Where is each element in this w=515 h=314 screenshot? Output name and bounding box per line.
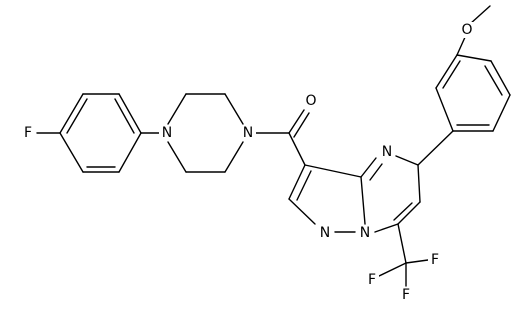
atom-symbol: F — [24, 125, 32, 141]
bond — [360, 176, 366, 225]
piperazine-nitrogen-label: N — [159, 125, 175, 141]
bond — [118, 132, 142, 173]
bond — [374, 223, 399, 233]
trifluoromethyl-fluorine-label: F — [399, 287, 413, 303]
atom-symbol: N — [360, 225, 370, 241]
bond — [435, 54, 458, 89]
pyrazole-nitrogen-label: N — [317, 225, 333, 241]
bond — [224, 141, 244, 173]
bond — [288, 132, 306, 166]
atom-symbol: N — [243, 125, 253, 141]
bond — [360, 157, 377, 178]
atom-symbol: O — [461, 22, 472, 38]
bond — [469, 5, 491, 25]
bond — [59, 132, 84, 173]
bond — [288, 198, 316, 225]
bond — [456, 34, 467, 56]
bond — [224, 93, 244, 125]
atom-labels: F N N O N N N O — [20, 22, 475, 303]
bond — [288, 164, 306, 200]
methoxy-oxygen-label: O — [459, 22, 475, 38]
bond — [456, 54, 492, 62]
bond — [66, 98, 88, 134]
bond — [378, 262, 407, 277]
carbonyl-oxygen-label: O — [303, 93, 319, 109]
bond — [59, 93, 84, 134]
pyrimidine-nitrogen-label: N — [379, 144, 395, 160]
bond — [397, 223, 407, 264]
atom-symbol: N — [162, 125, 172, 141]
bond — [492, 94, 511, 132]
bond — [304, 164, 362, 178]
bond — [405, 259, 429, 264]
bond — [397, 201, 421, 225]
bond — [167, 141, 187, 173]
atom-symbol: F — [368, 272, 376, 288]
bond — [417, 130, 454, 166]
bond — [435, 87, 454, 132]
bond — [484, 65, 503, 96]
bond — [442, 60, 461, 89]
trifluoromethyl-fluorine-label: F — [428, 252, 442, 268]
bond — [369, 163, 383, 181]
bond — [118, 93, 142, 134]
bonds — [36, 5, 511, 287]
atom-symbol: N — [382, 144, 392, 160]
bond — [114, 98, 135, 134]
bond — [296, 170, 312, 201]
bridgehead-nitrogen-label: N — [357, 225, 373, 241]
bond — [417, 164, 421, 203]
atom-symbol: F — [431, 252, 439, 268]
bond — [490, 60, 511, 96]
bond — [393, 202, 413, 221]
bond — [167, 93, 187, 125]
bond — [288, 109, 305, 134]
trifluoromethyl-fluorine-label: F — [365, 272, 379, 288]
atom-symbol: N — [320, 225, 330, 241]
bond — [395, 155, 419, 166]
fluorine-atom-label: F — [20, 125, 36, 141]
amide-nitrogen-label: N — [240, 125, 256, 141]
atom-symbol: O — [305, 93, 316, 109]
bond — [293, 112, 310, 138]
atom-symbol: F — [402, 287, 410, 303]
